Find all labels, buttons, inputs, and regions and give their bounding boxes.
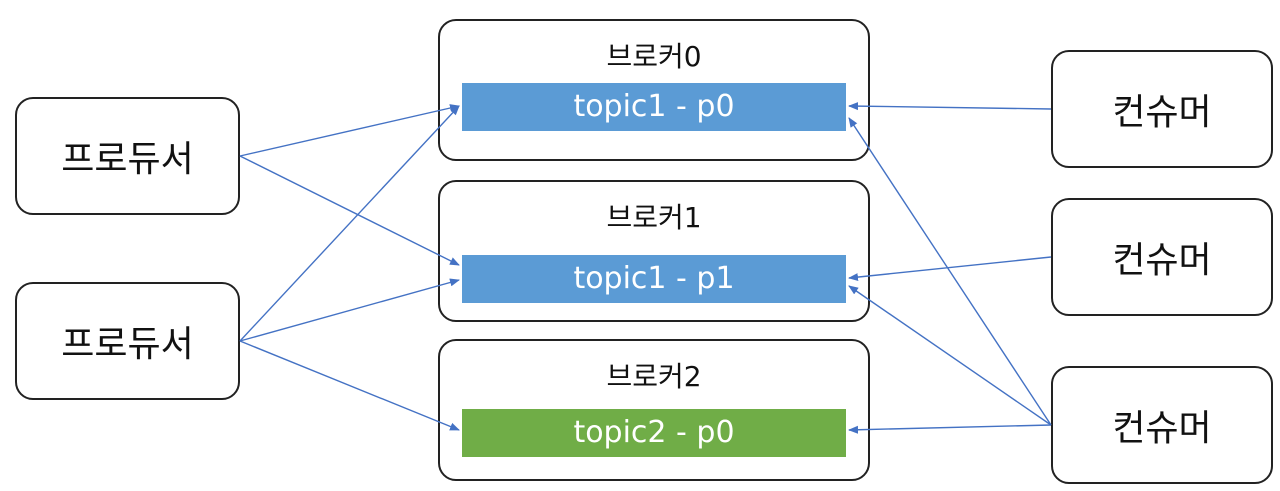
arrow-producer1-to-p1 [239,155,460,266]
arrow-consumer2-to-p1 [848,256,1052,282]
consumer-box-2: 컨슈머 [1051,198,1273,316]
broker-title: 브로커1 [606,201,702,234]
partition-topic1-p1: topic1 - p1 [462,255,846,303]
consumer-label: 컨슈머 [1112,92,1212,133]
partition-topic2-p0: topic2 - p0 [462,409,846,457]
arrow-consumer3-to-p1 [848,285,1052,426]
broker-box-0: 브로커0 topic1 - p0 [438,19,870,161]
arrow-consumer1-to-p0 [848,102,1052,111]
arrow-consumer3-to-p0 [848,117,1052,426]
consumer-box-1: 컨슈머 [1051,50,1273,168]
arrow-producer1-to-p0 [239,104,460,157]
partition-topic1-p0: topic1 - p0 [462,83,846,131]
producer-label: 프로듀서 [61,139,194,180]
broker-title: 브로커0 [606,40,702,73]
arrow-consumer3-to-topic2 [848,424,1052,434]
arrow-producer2-to-topic2 [239,340,460,431]
consumer-box-3: 컨슈머 [1051,366,1273,484]
producer-box-1: 프로듀서 [15,97,240,215]
consumer-label: 컨슈머 [1112,240,1212,281]
broker-box-1: 브로커1 topic1 - p1 [438,180,870,322]
arrow-producer2-to-p1 [239,278,460,342]
producer-label: 프로듀서 [61,324,194,365]
producer-box-2: 프로듀서 [15,282,240,400]
broker-box-2: 브로커2 topic2 - p0 [438,339,870,481]
consumer-label: 컨슈머 [1112,408,1212,449]
broker-title: 브로커2 [606,360,702,393]
arrow-producer2-to-p0 [239,105,460,342]
